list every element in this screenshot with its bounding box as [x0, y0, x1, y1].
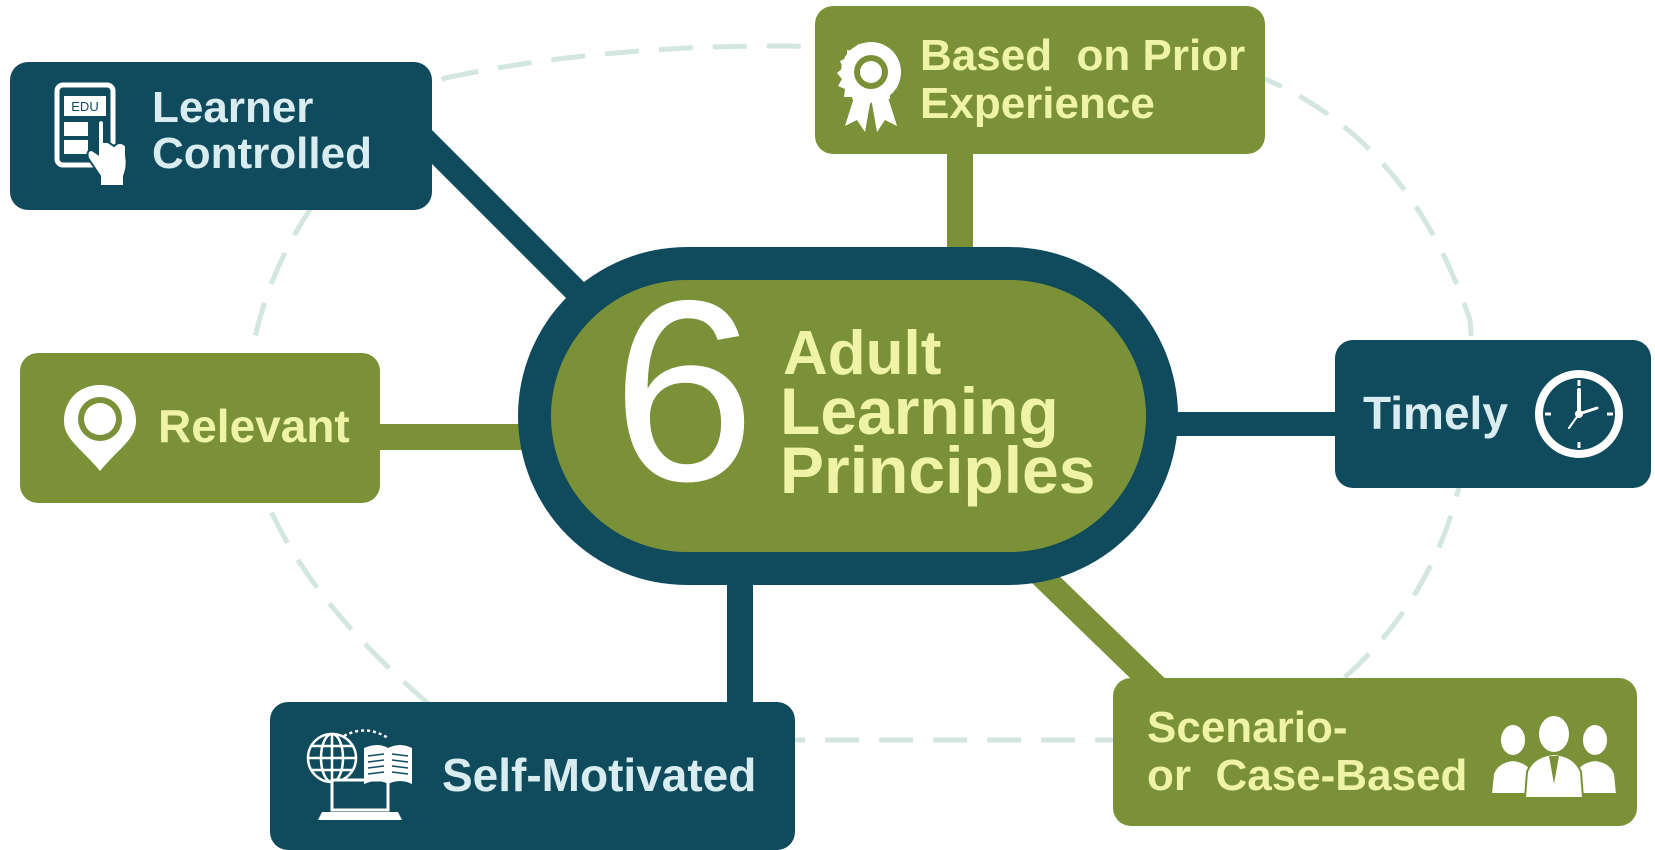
node-learner-controlled: EDU Learner Controlled	[10, 62, 432, 210]
node-learner-controlled-label: Learner Controlled	[152, 86, 372, 176]
center-number: 6	[612, 246, 756, 535]
center-title-line-2: Learning	[780, 373, 1059, 448]
award-ribbon-icon	[837, 42, 901, 132]
prior-experience-line-1: Based on Prior	[920, 31, 1246, 80]
node-relevant: Relevant	[20, 353, 380, 503]
node-scenario-label: Scenario- or Case-Based	[1147, 706, 1467, 798]
center-title-line-1: Adult	[783, 319, 942, 388]
globe-book-laptop-icon	[306, 729, 412, 820]
node-prior-experience-label: Based on Prior Experience	[920, 34, 1245, 126]
node-timely: Timely	[1335, 340, 1651, 488]
connector-learner-controlled	[401, 116, 589, 304]
node-self-motivated-label: Self-Motivated	[442, 749, 757, 801]
clock-icon	[1535, 370, 1623, 458]
node-self-motivated: Self-Motivated	[270, 702, 795, 850]
scenario-line-2: or Case-Based	[1147, 751, 1468, 800]
learner-controlled-line-2: Controlled	[152, 129, 372, 178]
center-pill-inner	[551, 280, 1146, 552]
node-relevant-label: Relevant	[158, 400, 350, 452]
center-title-line-3: Principles	[780, 433, 1096, 508]
node-scenario-case-based: Scenario- or Case-Based	[1113, 678, 1637, 826]
scenario-line-1: Scenario-	[1147, 703, 1348, 752]
center-title: Adult Learning Principles	[780, 319, 1096, 508]
node-timely-label: Timely	[1363, 387, 1508, 439]
location-pin-icon	[64, 385, 136, 471]
svg-text:EDU: EDU	[71, 99, 98, 114]
edu-tablet-touch-icon: EDU	[54, 82, 128, 187]
learner-controlled-line-1: Learner	[152, 83, 314, 132]
prior-experience-line-2: Experience	[920, 79, 1155, 128]
people-group-icon	[1489, 714, 1619, 798]
node-prior-experience: Based on Prior Experience	[815, 6, 1265, 154]
